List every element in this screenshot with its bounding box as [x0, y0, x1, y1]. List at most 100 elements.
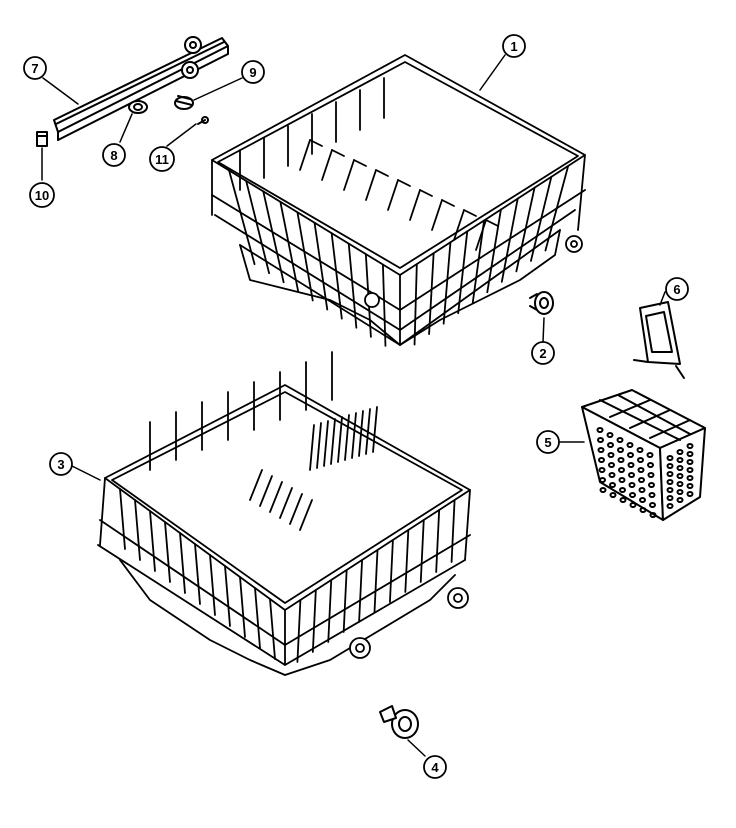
- basket-hole: [616, 437, 624, 443]
- track-end-stop: [36, 131, 48, 147]
- basket-hole: [686, 443, 694, 449]
- rack-wire: [358, 410, 364, 457]
- rack-wire: [347, 242, 358, 329]
- rack-wire: [413, 263, 418, 346]
- rack-wire: [351, 412, 357, 459]
- basket-hole: [618, 477, 626, 483]
- callout-label-7: 7: [31, 61, 38, 76]
- rack-wire: [299, 139, 311, 171]
- rack-wire: [327, 579, 333, 643]
- basket-hole: [666, 471, 674, 477]
- rack-wire: [296, 211, 314, 302]
- rack-wire: [309, 424, 315, 471]
- basket-hole: [629, 492, 636, 498]
- callout-label-3: 3: [57, 457, 64, 472]
- callout-4: 4: [423, 755, 447, 779]
- rack-wire: [353, 159, 367, 167]
- rack-wire: [486, 208, 502, 294]
- rack-wire: [365, 408, 371, 455]
- track-roller: [128, 100, 148, 114]
- callout-label-9: 9: [249, 65, 256, 80]
- callout-8: 8: [102, 143, 126, 167]
- basket-hole: [628, 482, 636, 488]
- basket-hole: [666, 495, 674, 501]
- basket-hole: [598, 467, 606, 473]
- rack-wire: [337, 416, 343, 463]
- callout-leaders: [41, 54, 666, 757]
- basket-hole: [647, 472, 655, 478]
- upper-rack-wheel: [529, 291, 554, 315]
- basket-hole: [649, 502, 656, 508]
- basket-hole: [607, 452, 615, 458]
- rack-wire: [435, 509, 441, 573]
- rack-wire: [389, 539, 394, 603]
- basket-hole: [608, 472, 616, 478]
- rack-wire: [544, 165, 570, 252]
- callout-6: 6: [665, 277, 689, 301]
- callout-2: 2: [531, 341, 555, 365]
- callout-label-5: 5: [544, 435, 551, 450]
- basket-hole: [628, 472, 635, 478]
- callout-label-8: 8: [110, 148, 117, 163]
- basket-hole: [639, 497, 646, 503]
- rack-wire: [323, 420, 329, 467]
- basket-hole: [686, 467, 694, 473]
- basket-hole: [648, 482, 655, 488]
- lower-rack-wheel: [379, 705, 419, 739]
- rack-wire: [441, 199, 455, 207]
- basket-hole: [646, 452, 654, 458]
- basket-hole: [666, 463, 674, 469]
- rack-wire: [119, 488, 126, 550]
- basket-hole: [599, 487, 607, 493]
- rack-wire: [321, 149, 333, 181]
- basket-hole: [596, 427, 604, 433]
- rack-wire: [419, 189, 433, 197]
- rack-wire: [311, 589, 317, 653]
- basket-hole: [627, 462, 635, 468]
- rack-wire: [404, 529, 410, 593]
- rack-wire: [254, 587, 261, 649]
- callout-1: 1: [502, 34, 526, 58]
- rack-wire: [179, 532, 186, 594]
- basket-hole: [619, 487, 626, 493]
- callout-label-10: 10: [35, 188, 49, 203]
- rack-wire: [245, 180, 270, 275]
- basket-hole: [676, 489, 684, 495]
- callout-label-6: 6: [673, 282, 680, 297]
- rack-wire: [442, 241, 452, 325]
- basket-hole: [666, 503, 674, 509]
- rack-wire: [515, 186, 536, 273]
- rack-wire: [453, 209, 465, 241]
- callout-label-1: 1: [510, 39, 517, 54]
- rack-wire: [164, 521, 171, 583]
- upper-rack: [211, 54, 586, 347]
- basket-hole: [686, 475, 694, 481]
- rack-wire: [228, 169, 256, 265]
- callout-3: 3: [49, 452, 73, 476]
- basket-hole: [618, 467, 625, 473]
- basket-hole: [627, 452, 634, 458]
- basket-hole: [647, 462, 654, 468]
- rack-wire: [209, 554, 216, 616]
- rack-wire: [313, 221, 329, 311]
- basket-hole: [629, 502, 637, 508]
- basket-hole: [676, 497, 684, 503]
- rack-wire: [457, 230, 469, 315]
- basket-hole: [666, 479, 674, 485]
- callout-label-11: 11: [155, 152, 169, 167]
- basket-hole: [638, 477, 645, 483]
- basket-hole: [638, 487, 646, 493]
- roller-assembly: [174, 95, 194, 110]
- basket-hole: [676, 473, 684, 479]
- rack-wire: [343, 159, 355, 191]
- basket-hole: [676, 481, 684, 487]
- basket-hole: [617, 447, 624, 453]
- callout-11: 11: [149, 146, 175, 172]
- basket-cover: [633, 301, 685, 379]
- basket-hole: [637, 457, 644, 463]
- rack-wire: [279, 487, 293, 519]
- rack-wire: [358, 559, 363, 623]
- rack-wire: [296, 599, 302, 663]
- rack-wire: [149, 510, 156, 572]
- basket-hole: [686, 483, 694, 489]
